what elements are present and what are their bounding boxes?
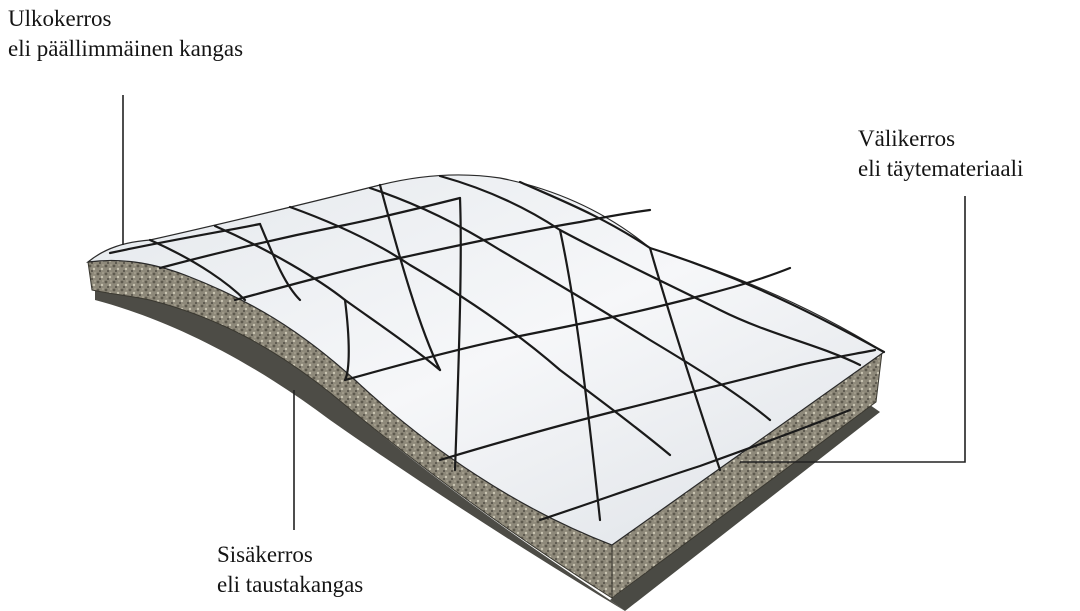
outer-layer-label: Ulkokerros eli päällimmäinen kangas	[8, 4, 243, 64]
middle-layer-label: Välikerros eli täytemateriaali	[858, 124, 1023, 184]
inner-layer-label: Sisäkerros eli taustakangas	[217, 540, 363, 600]
inner-layer-title: Sisäkerros	[217, 540, 363, 570]
middle-layer-subtitle: eli täytemateriaali	[858, 154, 1023, 184]
middle-layer-title: Välikerros	[858, 124, 1023, 154]
outer-layer-subtitle: eli päällimmäinen kangas	[8, 34, 243, 64]
outer-layer-title: Ulkokerros	[8, 4, 243, 34]
inner-layer-subtitle: eli taustakangas	[217, 570, 363, 600]
